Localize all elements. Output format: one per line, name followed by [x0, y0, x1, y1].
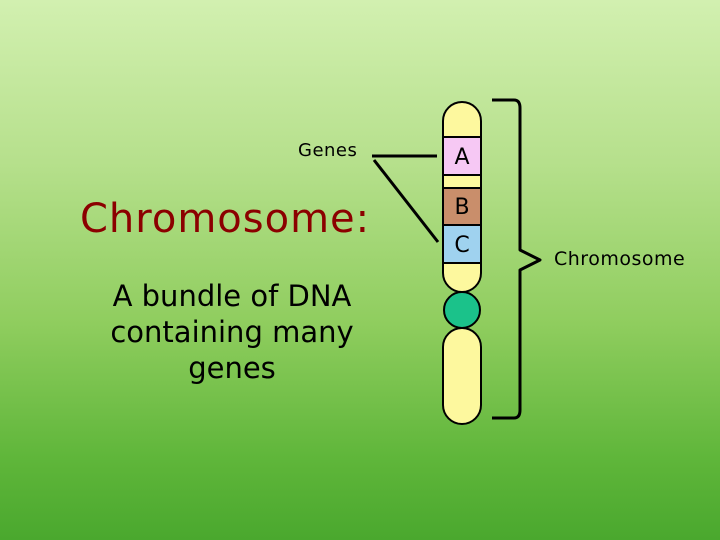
- genes-pointer-arrow-b: [372, 159, 440, 243]
- gene-band-c: C: [442, 224, 482, 264]
- gene-band-b: B: [442, 187, 482, 226]
- chromosome-lower-arm: [442, 327, 482, 425]
- gene-band-a: A: [442, 136, 482, 176]
- gene-band-letter: C: [454, 233, 469, 258]
- chromosome-brace: [492, 98, 542, 420]
- centromere: [443, 291, 481, 329]
- chromosome-heading: Chromosome:: [80, 196, 371, 242]
- gene-band-letter: B: [454, 195, 469, 220]
- chromosome-brace-label: Chromosome: [554, 248, 686, 270]
- chromosome-description: A bundle of DNA containing many genes: [110, 279, 354, 385]
- genes-label: Genes: [298, 140, 358, 161]
- gene-band-letter: A: [454, 145, 469, 170]
